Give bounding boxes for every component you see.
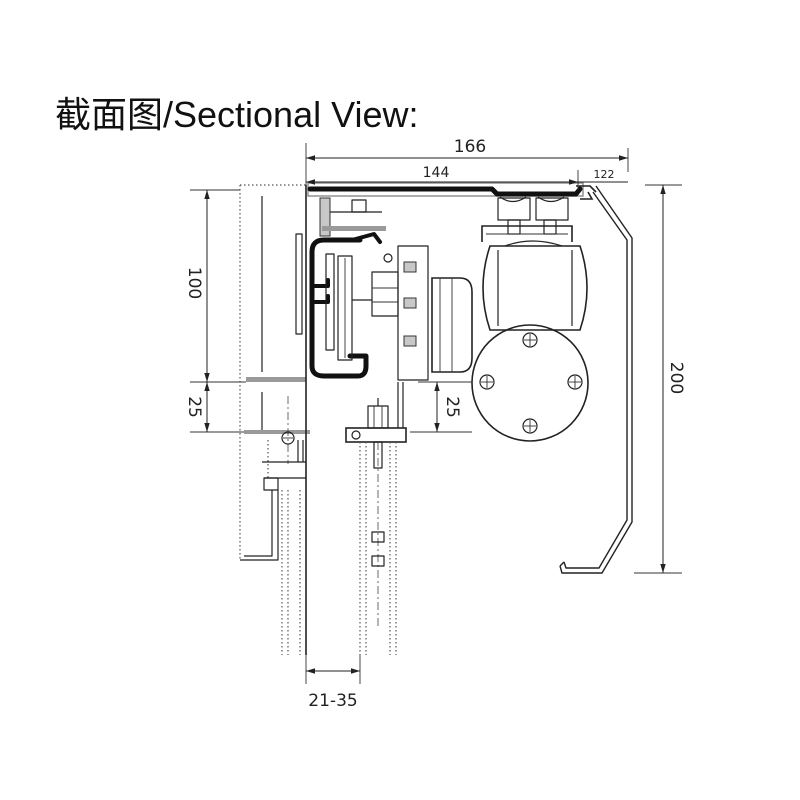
extrusion <box>295 232 382 379</box>
left-panel-cap <box>263 477 279 491</box>
carriage-clip-middle <box>403 297 417 309</box>
door-panel-screw-lower <box>371 555 385 567</box>
dim-200-label: 200 <box>666 362 686 394</box>
gear-block <box>371 271 399 317</box>
belt-pulley-group <box>431 277 473 373</box>
door-clamp-assembly <box>345 382 407 443</box>
dim-122-label: 122 <box>594 168 615 181</box>
dim-door-label: 21-35 <box>308 691 357 711</box>
track-bolt <box>351 199 367 213</box>
header-base-band <box>246 377 306 382</box>
lower-bracket-inner <box>244 490 273 557</box>
dim-left-25-label: 25 <box>184 396 204 418</box>
track-profile-stem <box>319 197 331 237</box>
motor-mount <box>481 197 573 242</box>
header-cover-lip <box>559 561 565 567</box>
dimensions: 166 144 122 100 25 25 200 21-35 <box>184 137 686 711</box>
motor-screw-right <box>567 374 583 390</box>
extrusion-top-hook <box>350 232 382 244</box>
header-top <box>307 182 597 203</box>
carriage-assembly <box>337 245 429 381</box>
carriage-clip-upper <box>403 261 417 273</box>
motor-housing <box>482 245 588 331</box>
header-cover-inner <box>563 191 628 569</box>
header-profile <box>307 186 583 197</box>
door-panel-bolt-shaft <box>373 441 383 469</box>
motor-end-cap <box>471 324 589 442</box>
track-lower-bar <box>322 226 386 231</box>
motor-screw-right-head <box>567 374 583 390</box>
dim-100-label: 100 <box>184 267 204 299</box>
extrusion-inner-wall <box>325 253 335 351</box>
cover-hook <box>576 185 597 200</box>
extrusion-tab-lower <box>312 294 330 304</box>
track-profile <box>319 197 386 237</box>
dim-144-label: 144 <box>423 165 450 181</box>
mounting-plate <box>295 233 303 335</box>
header-cover <box>559 185 633 574</box>
extrusion-tab-upper <box>312 278 330 288</box>
belt-pulley <box>431 277 473 373</box>
clamp-bolt-head <box>367 405 389 429</box>
motor-housing-top <box>504 240 563 247</box>
dim-middle-25-label: 25 <box>442 396 462 418</box>
motor-screw-top-head <box>522 332 538 348</box>
carriage-plate <box>397 245 429 381</box>
door-panel <box>359 441 397 655</box>
wall-section <box>239 184 310 655</box>
motor-bracket <box>481 225 573 242</box>
drawing-title: 截面图/Sectional View: <box>55 94 418 135</box>
lower-bracket-profile <box>240 490 279 561</box>
motor-screw-left-head <box>479 374 495 390</box>
mounting-flange <box>244 430 310 434</box>
motor-screw-bottom-head <box>522 418 538 434</box>
motor-screw-top <box>522 332 538 348</box>
door-panel-screw-upper <box>371 531 385 543</box>
dim-166-label: 166 <box>454 137 486 157</box>
mounting-screw <box>281 431 295 445</box>
aluminum-extrusion <box>309 237 369 379</box>
motor-screw-left <box>479 374 495 390</box>
clamp-bolt-right <box>543 219 557 235</box>
roller-wheel <box>337 255 353 361</box>
door-clamp <box>345 427 407 443</box>
header-cover-outer <box>559 185 633 574</box>
motor-screw-bottom <box>522 418 538 434</box>
carriage-clip-lower <box>403 335 417 347</box>
carriage-pin <box>383 253 393 263</box>
motor <box>471 240 589 442</box>
clamp-bolt-left <box>507 219 521 235</box>
clamp-washer <box>351 430 361 440</box>
